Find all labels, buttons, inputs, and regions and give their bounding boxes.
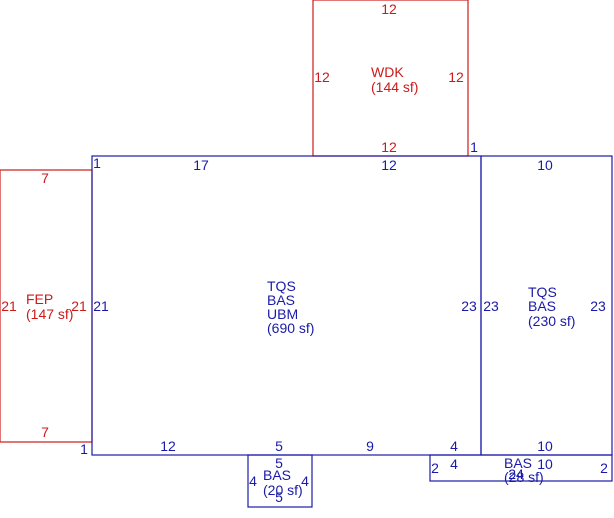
fep-dim-right: 21 xyxy=(71,298,87,314)
east-dim-right: 23 xyxy=(590,298,606,314)
main-dim-corner-bottom: 1 xyxy=(80,441,88,457)
fep-dim-left: 21 xyxy=(1,298,17,314)
strip-area: 2 4 10 2 24 BAS (28 sf) xyxy=(429,454,613,485)
fep-area: 7 21 21 7 FEP (147 sf) xyxy=(0,169,93,443)
wdk-dim-left: 12 xyxy=(314,69,330,85)
east-code-2: BAS xyxy=(528,298,556,314)
east-dim-corner: 1 xyxy=(470,139,478,155)
main-dim-left: 21 xyxy=(93,298,109,314)
main-dim-bottom-3: 9 xyxy=(366,438,374,454)
main-code-3: UBM xyxy=(267,306,298,322)
east-size: (230 sf) xyxy=(528,313,575,329)
wdk-dim-right: 12 xyxy=(448,69,464,85)
fep-code: FEP xyxy=(26,291,53,307)
wdk-area: 12 12 12 12 WDK (144 sf) xyxy=(312,0,469,157)
main-dim-bottom-2: 5 xyxy=(275,438,283,454)
main-size: (690 sf) xyxy=(267,320,314,336)
fep-size: (147 sf) xyxy=(26,306,73,322)
main-dim-corner-top: 1 xyxy=(93,155,101,171)
bay-code: BAS xyxy=(263,467,291,483)
wdk-code: WDK xyxy=(371,64,404,80)
strip-dim-top-right: 10 xyxy=(537,456,553,472)
strip-dim-bottom: 24 xyxy=(508,466,524,482)
bay-dim-left: 4 xyxy=(249,473,257,489)
main-dim-top-right: 12 xyxy=(381,157,397,173)
wdk-dim-bottom: 12 xyxy=(381,139,397,155)
bay-outline xyxy=(247,454,313,508)
east-dim-left: 23 xyxy=(483,298,499,314)
main-dim-bottom-1: 12 xyxy=(160,438,176,454)
main-dim-right: 23 xyxy=(461,298,477,314)
main-code-1: TQS xyxy=(267,278,296,294)
east-area: 1 10 23 23 10 TQS BAS (230 sf) xyxy=(470,139,613,456)
strip-dim-left: 2 xyxy=(431,460,439,476)
main-dim-bottom-4: 4 xyxy=(450,438,458,454)
fep-dim-top: 7 xyxy=(41,170,49,186)
strip-dim-right: 2 xyxy=(600,460,608,476)
strip-code: BAS xyxy=(504,455,532,471)
bay-size: (20 sf) xyxy=(263,482,303,498)
strip-outline xyxy=(429,454,613,482)
main-code-2: BAS xyxy=(267,292,295,308)
bay-dim-top: 5 xyxy=(275,455,283,471)
fep-dim-bottom: 7 xyxy=(41,424,49,440)
bay-dim-bottom: 5 xyxy=(275,489,283,505)
strip-dim-top-left: 4 xyxy=(450,456,458,472)
bay-dim-right: 4 xyxy=(301,473,309,489)
bay-area: 5 4 4 5 BAS (20 sf) xyxy=(247,454,313,508)
wdk-dim-top: 12 xyxy=(381,1,397,17)
east-dim-bottom: 10 xyxy=(537,438,553,454)
strip-size: (28 sf) xyxy=(504,469,544,485)
wdk-size: (144 sf) xyxy=(371,79,418,95)
east-code-1: TQS xyxy=(528,284,557,300)
main-area: 1 17 12 21 23 1 12 5 9 4 TQS BAS UBM (69… xyxy=(80,155,482,457)
east-dim-top: 10 xyxy=(537,157,553,173)
main-dim-top-left: 17 xyxy=(193,157,209,173)
